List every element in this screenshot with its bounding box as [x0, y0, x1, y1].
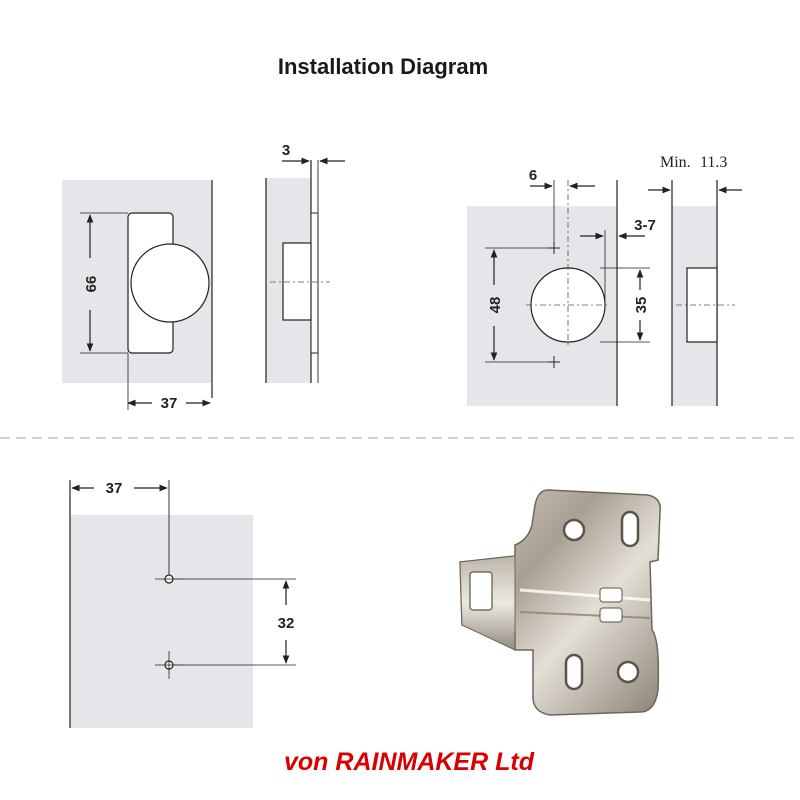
cup-recess	[282, 242, 312, 321]
dimension-48: 48	[487, 297, 504, 314]
dimension-6: 6	[529, 167, 537, 184]
dimension-3: 3	[282, 142, 290, 159]
min-label: Min.	[660, 154, 691, 171]
mounting-plate-layout: 37 32	[69, 480, 296, 728]
cup-front-view: 66 37	[62, 180, 213, 412]
dimension-35: 35	[633, 297, 650, 314]
cup-side-view: 3	[265, 142, 345, 383]
drilling-side-view: Min. 11.3	[648, 154, 742, 406]
credit-text: von RAINMAKER Ltd	[284, 748, 535, 776]
drilling-front-view: 48 35 6 3-7	[467, 167, 656, 406]
hinge-cup-circle	[130, 243, 210, 323]
dimension-37-bottom: 37	[106, 480, 123, 497]
drilling-depth-recess	[686, 267, 718, 343]
dimension-32: 32	[278, 615, 295, 632]
cabinet-side-panel	[70, 515, 253, 728]
hinge-mounting-plate-icon	[459, 489, 661, 716]
diagram-title: Installation Diagram	[278, 54, 488, 79]
min-value: 11.3	[700, 154, 727, 171]
dimension-3-7: 3-7	[634, 217, 656, 234]
dimension-66: 66	[83, 276, 100, 293]
dimension-37-top: 37	[161, 395, 178, 412]
